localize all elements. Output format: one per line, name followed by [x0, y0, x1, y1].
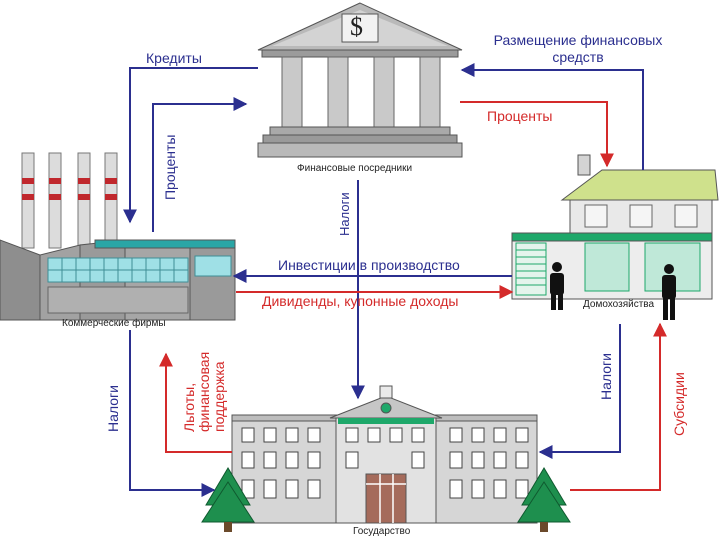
bank-building-icon [257, 2, 463, 158]
label-investments: Инвестиции в производство [278, 257, 460, 273]
tree-right-icon [517, 467, 571, 532]
government-caption: Государство [353, 526, 411, 537]
bank-dollar-symbol: $ [350, 12, 363, 41]
arrow-credits [123, 67, 258, 224]
label-taxes-firms: Налоги [105, 385, 121, 432]
factory-icon [0, 152, 236, 321]
households-caption: Домохозяйства [583, 299, 655, 310]
house-icon [511, 154, 719, 320]
arrow-benefits [159, 352, 232, 453]
label-dividends: Дивиденды, купонные доходы [262, 293, 459, 309]
bank-caption: Финансовые посредники [297, 163, 413, 174]
label-taxes-bank: Налоги [337, 192, 352, 236]
label-benefits-line2: финансовая [196, 351, 212, 432]
firms-caption: Коммерческие фирмы [62, 318, 166, 329]
label-benefits-line1: Льготы, [181, 382, 197, 432]
arrow-taxes-firms [129, 330, 216, 497]
label-interest-firms: Проценты [162, 134, 178, 201]
label-subsidies: Субсидии [671, 372, 687, 436]
label-taxes-households: Налоги [598, 353, 614, 400]
label-credits: Кредиты [146, 50, 202, 66]
label-benefits: Льготы, финансовая поддержка [181, 351, 227, 432]
government-building-icon [231, 385, 538, 524]
arrow-subsidies [570, 322, 667, 491]
arrow-interest-firms [152, 97, 248, 232]
tree-left-icon [201, 467, 255, 532]
arrow-taxes-households [538, 324, 621, 459]
arrow-placement [460, 63, 644, 170]
arrow-interest-households [460, 101, 614, 168]
label-placement-line1: Размещение финансовых [493, 32, 663, 48]
label-placement-line2: средств [552, 49, 604, 65]
label-interest-households: Проценты [487, 108, 553, 124]
label-benefits-line3: поддержка [211, 361, 227, 432]
label-placement: Размещение финансовых средств [478, 32, 678, 66]
